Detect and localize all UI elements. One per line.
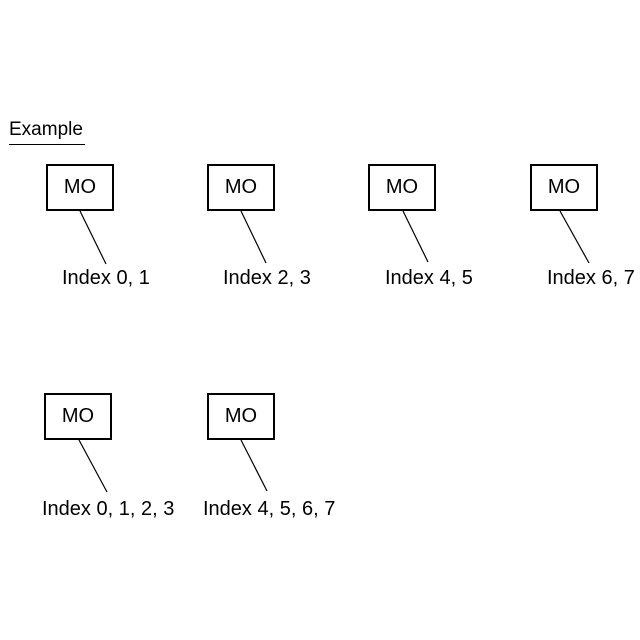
mo-box: MO: [368, 164, 436, 211]
mo-box: MO: [207, 164, 275, 211]
connector-line: [240, 210, 267, 264]
mo-box-label: MO: [61, 405, 95, 427]
index-label: Index 4, 5, 6, 7: [203, 498, 336, 520]
connector-line: [402, 210, 429, 263]
index-label: Index 0, 1, 2, 3: [42, 498, 175, 520]
mo-box-label: MO: [224, 176, 258, 198]
connector-line: [240, 439, 268, 492]
mo-box-label: MO: [63, 176, 97, 198]
mo-box-label: MO: [385, 176, 419, 198]
page-title: Example: [9, 119, 85, 145]
index-label: Index 2, 3: [223, 267, 311, 289]
mo-box: MO: [46, 164, 114, 211]
mo-box-label: MO: [224, 405, 258, 427]
mo-box-label: MO: [547, 176, 581, 198]
mo-box: MO: [530, 164, 598, 211]
connector-line: [559, 210, 590, 264]
connector-line: [78, 439, 108, 493]
index-label: Index 4, 5: [385, 267, 473, 289]
index-label: Index 6, 7: [547, 267, 635, 289]
connector-line: [79, 210, 107, 265]
mo-box: MO: [44, 393, 112, 440]
mo-box: MO: [207, 393, 275, 440]
index-label: Index 0, 1: [62, 267, 150, 289]
